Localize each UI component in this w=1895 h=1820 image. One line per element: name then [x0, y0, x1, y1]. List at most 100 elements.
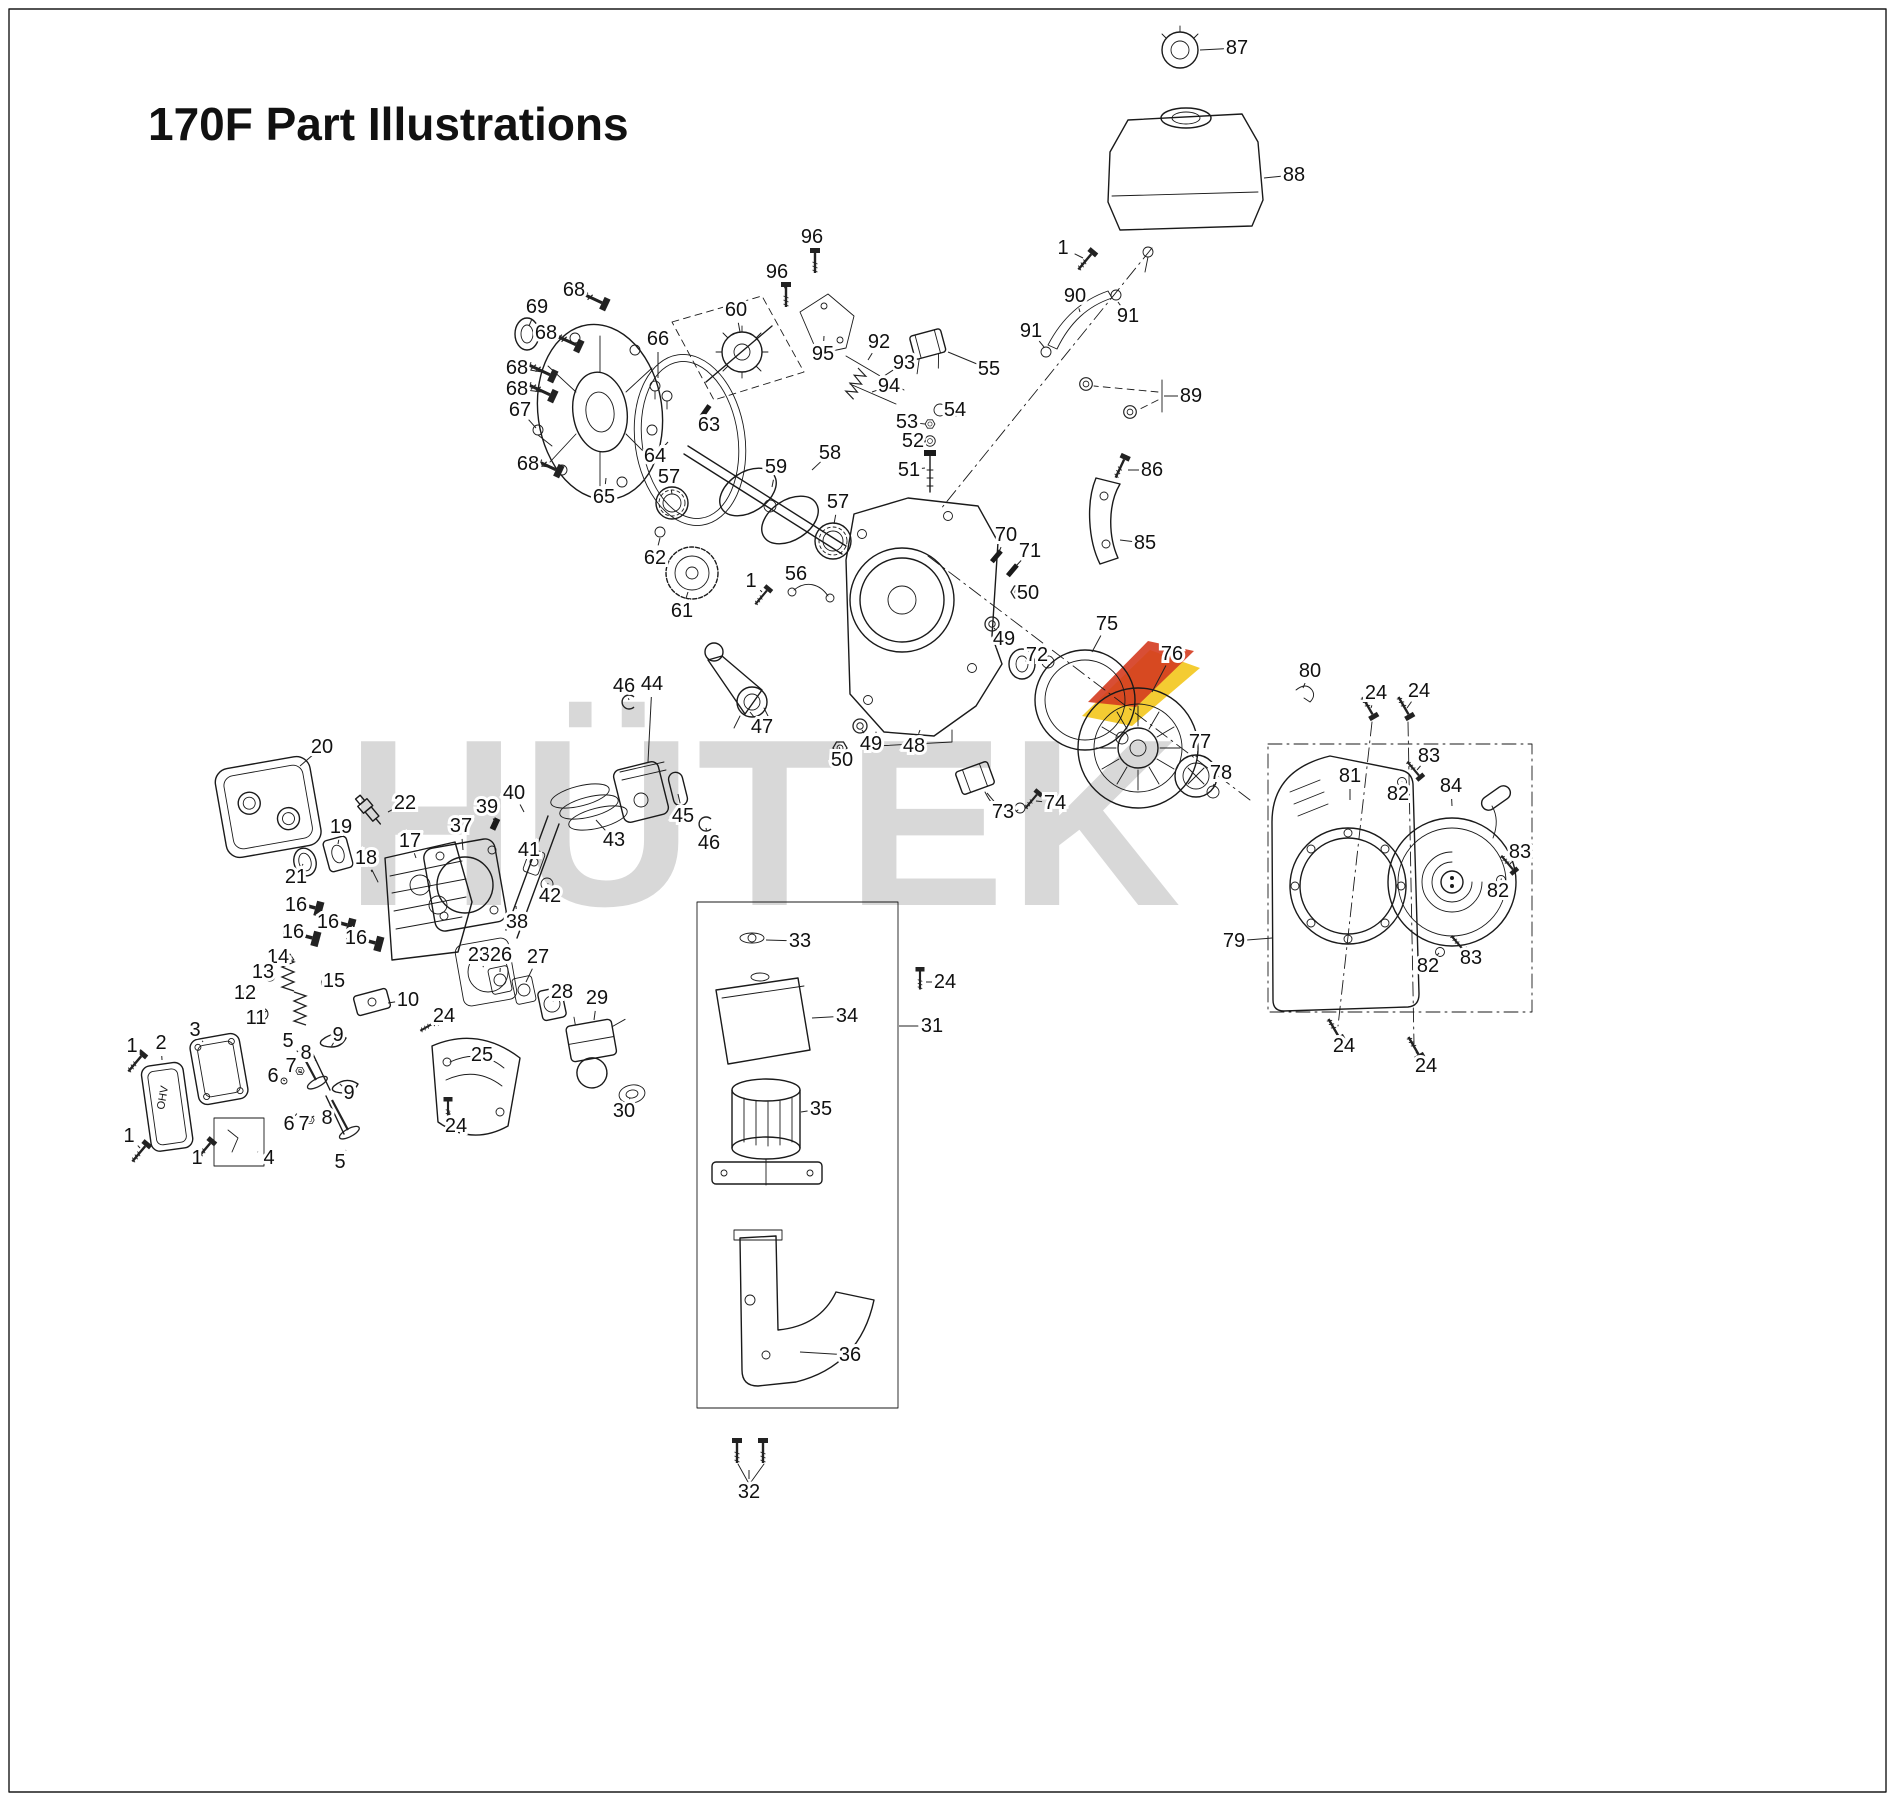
assembly-axis-lines — [927, 247, 1533, 1045]
leader-line — [737, 322, 741, 333]
leader-line — [1015, 560, 1022, 567]
leader-line — [370, 869, 373, 873]
part-callout-12: 12 — [234, 982, 256, 1004]
part-callout-7: 7 — [285, 1055, 296, 1077]
leader-line — [813, 249, 816, 257]
part-callout-1: 1 — [745, 570, 756, 592]
part-callout-9: 9 — [343, 1082, 354, 1104]
leader-line — [811, 461, 821, 471]
leader-line — [657, 537, 661, 546]
callouts-layer: 8788969619091916869686095929394556868676… — [120, 34, 1534, 1506]
part-callout-88: 88 — [1283, 164, 1305, 186]
part-callout-95: 95 — [812, 343, 834, 365]
crankcase-cover-illustration — [514, 284, 805, 526]
page-title: 170F Part Illustrations — [148, 98, 629, 150]
part-callout-5: 5 — [282, 1030, 293, 1052]
part-callout-24: 24 — [1408, 680, 1430, 702]
oil-dipstick-illustration — [924, 403, 957, 493]
leader-line — [1195, 754, 1198, 758]
leader-line — [299, 755, 313, 767]
leader-line — [1415, 1051, 1419, 1056]
part-callout-73: 73 — [992, 801, 1014, 823]
leader-line — [704, 409, 707, 413]
part-callout-76: 76 — [1161, 643, 1183, 665]
leader-line — [433, 1024, 436, 1027]
part-callout-4: 4 — [263, 1147, 274, 1169]
part-callout-41: 41 — [518, 839, 540, 861]
leader-line — [1074, 253, 1084, 259]
part-callout-24: 24 — [1365, 682, 1387, 704]
leader-line — [528, 318, 533, 327]
spark-plug-illustration — [354, 794, 382, 825]
leader-line — [1117, 301, 1121, 306]
leader-line — [1038, 340, 1045, 348]
part-callout-51: 51 — [898, 459, 920, 481]
leader-line — [287, 961, 290, 964]
leader-line — [993, 627, 996, 630]
head-cover-illustration — [123, 1032, 249, 1166]
leader-line — [986, 792, 996, 803]
part-callout-46: 46 — [698, 832, 720, 854]
part-callout-5: 5 — [334, 1151, 345, 1173]
part-callout-11: 11 — [246, 1007, 267, 1029]
part-callout-32: 32 — [738, 1481, 760, 1503]
part-callout-78: 78 — [1210, 762, 1232, 784]
leader-line — [1119, 539, 1133, 542]
muffler-illustration — [214, 755, 354, 877]
leader-line — [883, 369, 894, 377]
part-callout-16: 16 — [285, 894, 307, 916]
part-callout-18: 18 — [355, 847, 377, 869]
leader-line — [1335, 1032, 1338, 1036]
part-callout-46: 46 — [613, 675, 635, 697]
part-callout-79: 79 — [1223, 930, 1245, 952]
part-callout-57: 57 — [827, 491, 849, 513]
part-callout-75: 75 — [1096, 613, 1118, 635]
part-callout-10: 10 — [397, 989, 419, 1011]
part-callout-50: 50 — [1017, 582, 1039, 604]
part-callout-58: 58 — [819, 442, 841, 464]
part-callout-71: 71 — [1019, 540, 1041, 562]
part-callout-91: 91 — [1117, 305, 1139, 327]
part-callout-67: 67 — [509, 399, 531, 421]
part-callout-90: 90 — [1064, 285, 1086, 307]
part-callout-16: 16 — [345, 927, 367, 949]
leader-line — [1091, 635, 1102, 653]
leader-line — [557, 337, 569, 343]
air-cleaner-inset — [696, 901, 926, 1483]
recoil-starter-illustration — [1387, 785, 1517, 947]
part-callout-86: 86 — [1141, 459, 1163, 481]
part-callout-1: 1 — [126, 1035, 137, 1057]
leader-line — [833, 514, 837, 525]
part-callout-24: 24 — [1333, 1035, 1355, 1057]
leader-line — [759, 589, 763, 593]
part-callout-68: 68 — [563, 279, 585, 301]
flywheel-illustration — [1034, 649, 1220, 809]
leader-line — [604, 477, 607, 485]
part-callout-85: 85 — [1134, 532, 1156, 554]
leader-line — [799, 1351, 838, 1355]
part-callout-96: 96 — [801, 226, 823, 248]
fuel-line-illustration — [1040, 245, 1163, 419]
leader-line — [947, 351, 978, 365]
leader-line — [1015, 590, 1023, 593]
part-callout-93: 93 — [893, 352, 915, 374]
leader-line — [529, 369, 543, 373]
leader-line — [800, 1110, 809, 1113]
part-callout-6: 6 — [283, 1113, 294, 1135]
crankshaft-illustration — [654, 445, 852, 609]
leader-line — [204, 1148, 207, 1151]
leader-line — [1263, 175, 1282, 179]
part-callout-28: 28 — [551, 981, 573, 1003]
leader-line — [137, 1145, 141, 1149]
part-callout-16: 16 — [317, 911, 339, 933]
part-callout-55: 55 — [978, 358, 1000, 380]
leader-line — [413, 853, 417, 859]
leader-line — [525, 968, 533, 983]
part-callout-24: 24 — [934, 971, 956, 993]
part-callout-68: 68 — [506, 378, 528, 400]
leader-line — [595, 819, 606, 831]
part-callout-25: 25 — [471, 1044, 493, 1066]
part-callout-30: 30 — [613, 1100, 635, 1122]
leader-line — [628, 1097, 631, 1100]
